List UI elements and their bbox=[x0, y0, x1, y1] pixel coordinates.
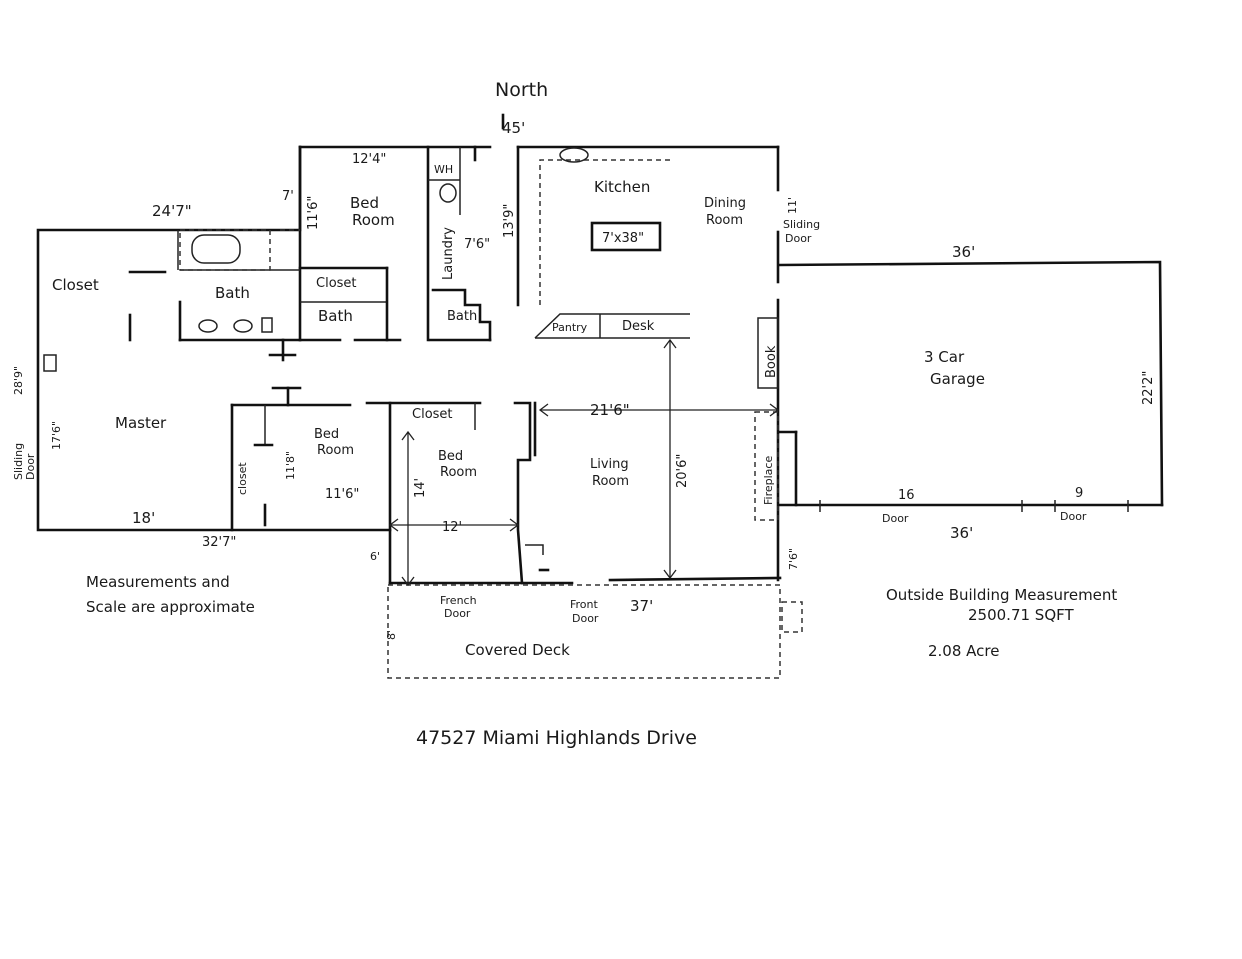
dim-overall-depth: 28'9" bbox=[12, 366, 25, 395]
kitchen-label: Kitchen bbox=[594, 178, 650, 196]
french-door-label-2: Door bbox=[444, 607, 471, 620]
dim-living-width: 21'6" bbox=[590, 401, 630, 419]
interior-walls bbox=[128, 145, 779, 585]
note-approx-line-2: Scale are approximate bbox=[86, 598, 255, 616]
french-door-label-1: French bbox=[440, 594, 477, 607]
master-closet-label: Closet bbox=[52, 276, 99, 294]
bathtub-icon bbox=[191, 234, 241, 264]
dim-living-height: 20'6" bbox=[675, 454, 690, 488]
kitchen-island bbox=[590, 221, 662, 252]
total-width-label: 45' bbox=[502, 119, 525, 137]
pantry-label: Pantry bbox=[552, 321, 588, 334]
master-bath-label: Bath bbox=[215, 284, 250, 302]
dim-six: 6' bbox=[370, 550, 380, 563]
master-toilet-icon bbox=[43, 354, 57, 372]
dim-north-bed-width: 12'4" bbox=[352, 152, 386, 167]
living-label-1: Living bbox=[590, 457, 629, 472]
front-door-label-2: Door bbox=[572, 612, 599, 625]
dim-dining-side: 11' bbox=[786, 197, 799, 214]
garage-label-2: Garage bbox=[930, 370, 985, 388]
dim-garage-bottom: 36' bbox=[950, 524, 973, 542]
dim-mid-bed-width: 11'6" bbox=[325, 487, 359, 502]
dim-garage-top: 36' bbox=[952, 243, 975, 261]
dimension-lines bbox=[388, 338, 1129, 587]
dim-north-bed-height: 11'6" bbox=[306, 196, 321, 230]
wh-label: WH bbox=[434, 163, 453, 176]
dim-mid-bed-height: 11'8" bbox=[284, 451, 297, 480]
dim-west-wing-width: 24'7" bbox=[152, 202, 192, 220]
dining-label-2: Room bbox=[706, 213, 743, 228]
garage-door-b-label: Door bbox=[1060, 510, 1087, 523]
fireplace-label: Fireplace bbox=[762, 456, 775, 505]
dim-east-step: 7'6" bbox=[787, 548, 800, 570]
dim-front-bed-width: 12' bbox=[442, 520, 462, 535]
sliding-west-label-1: Sliding bbox=[12, 443, 25, 480]
kitchen-sink-icon bbox=[559, 147, 589, 163]
dining-label-1: Dining bbox=[704, 196, 746, 211]
desk-label: Desk bbox=[622, 319, 655, 334]
living-label-2: Room bbox=[592, 474, 629, 489]
garage-label-1: 3 Car bbox=[924, 348, 965, 366]
note-outside-line-2: 2500.71 SQFT bbox=[968, 606, 1074, 624]
water-heater-icon bbox=[439, 183, 457, 203]
master-label: Master bbox=[115, 414, 167, 432]
front-bed-label-1: Bed bbox=[438, 449, 463, 464]
dim-kitchen-height: 13'9" bbox=[502, 204, 517, 238]
labels: North 45' 12'4" Bed Room 11'6" 7' 24'7" … bbox=[12, 79, 1156, 749]
sliding-west-label-2: Door bbox=[24, 453, 37, 480]
north-closet-label: Closet bbox=[316, 276, 357, 291]
small-bath-label: Bath bbox=[447, 309, 477, 324]
front-bed-label-2: Room bbox=[440, 465, 477, 480]
sink-icon bbox=[233, 319, 253, 333]
address-label: 47527 Miami Highlands Drive bbox=[416, 727, 697, 749]
note-acre: 2.08 Acre bbox=[928, 642, 999, 660]
dim-seven: 7' bbox=[282, 189, 294, 204]
island-label: 7'x38" bbox=[602, 231, 644, 246]
north-bed-label-1: Bed bbox=[350, 194, 379, 212]
laundry-label: Laundry bbox=[441, 227, 456, 280]
dim-front-width: 37' bbox=[630, 597, 653, 615]
toilet-icon bbox=[261, 317, 273, 333]
mid-bed-label-2: Room bbox=[317, 443, 354, 458]
front-door-label-1: Front bbox=[570, 598, 599, 611]
dim-master-height: 17'6" bbox=[50, 421, 63, 450]
dim-west-bottom: 32'7" bbox=[202, 535, 236, 550]
book-label: Book bbox=[764, 345, 779, 378]
dim-deck-height: 8' bbox=[385, 630, 398, 640]
front-closet-label: Closet bbox=[412, 407, 453, 422]
sliding-door-label-2: Door bbox=[785, 232, 812, 245]
covered-deck-label: Covered Deck bbox=[465, 641, 570, 659]
dim-laundry-height: 7'6" bbox=[464, 237, 490, 252]
mid-bed-label-1: Bed bbox=[314, 427, 339, 442]
north-bath-label: Bath bbox=[318, 307, 353, 325]
note-approx-line-1: Measurements and bbox=[86, 573, 230, 591]
note-outside-line-1: Outside Building Measurement bbox=[886, 586, 1117, 604]
garage-door-9: 9 bbox=[1075, 486, 1083, 501]
dim-front-bed-height: 14' bbox=[413, 478, 428, 498]
dim-garage-side: 22'2" bbox=[1141, 371, 1156, 405]
mid-closet-label: closet bbox=[236, 462, 249, 495]
garage-door-a-label: Door bbox=[882, 512, 909, 525]
garage-door-16: 16 bbox=[898, 488, 915, 503]
north-bed-label-2: Room bbox=[352, 211, 395, 229]
sliding-door-label-1: Sliding bbox=[783, 218, 820, 231]
compass-label: North bbox=[495, 79, 548, 101]
sink-icon bbox=[198, 319, 218, 333]
dim-master-width: 18' bbox=[132, 509, 155, 527]
fixtures bbox=[43, 147, 803, 679]
